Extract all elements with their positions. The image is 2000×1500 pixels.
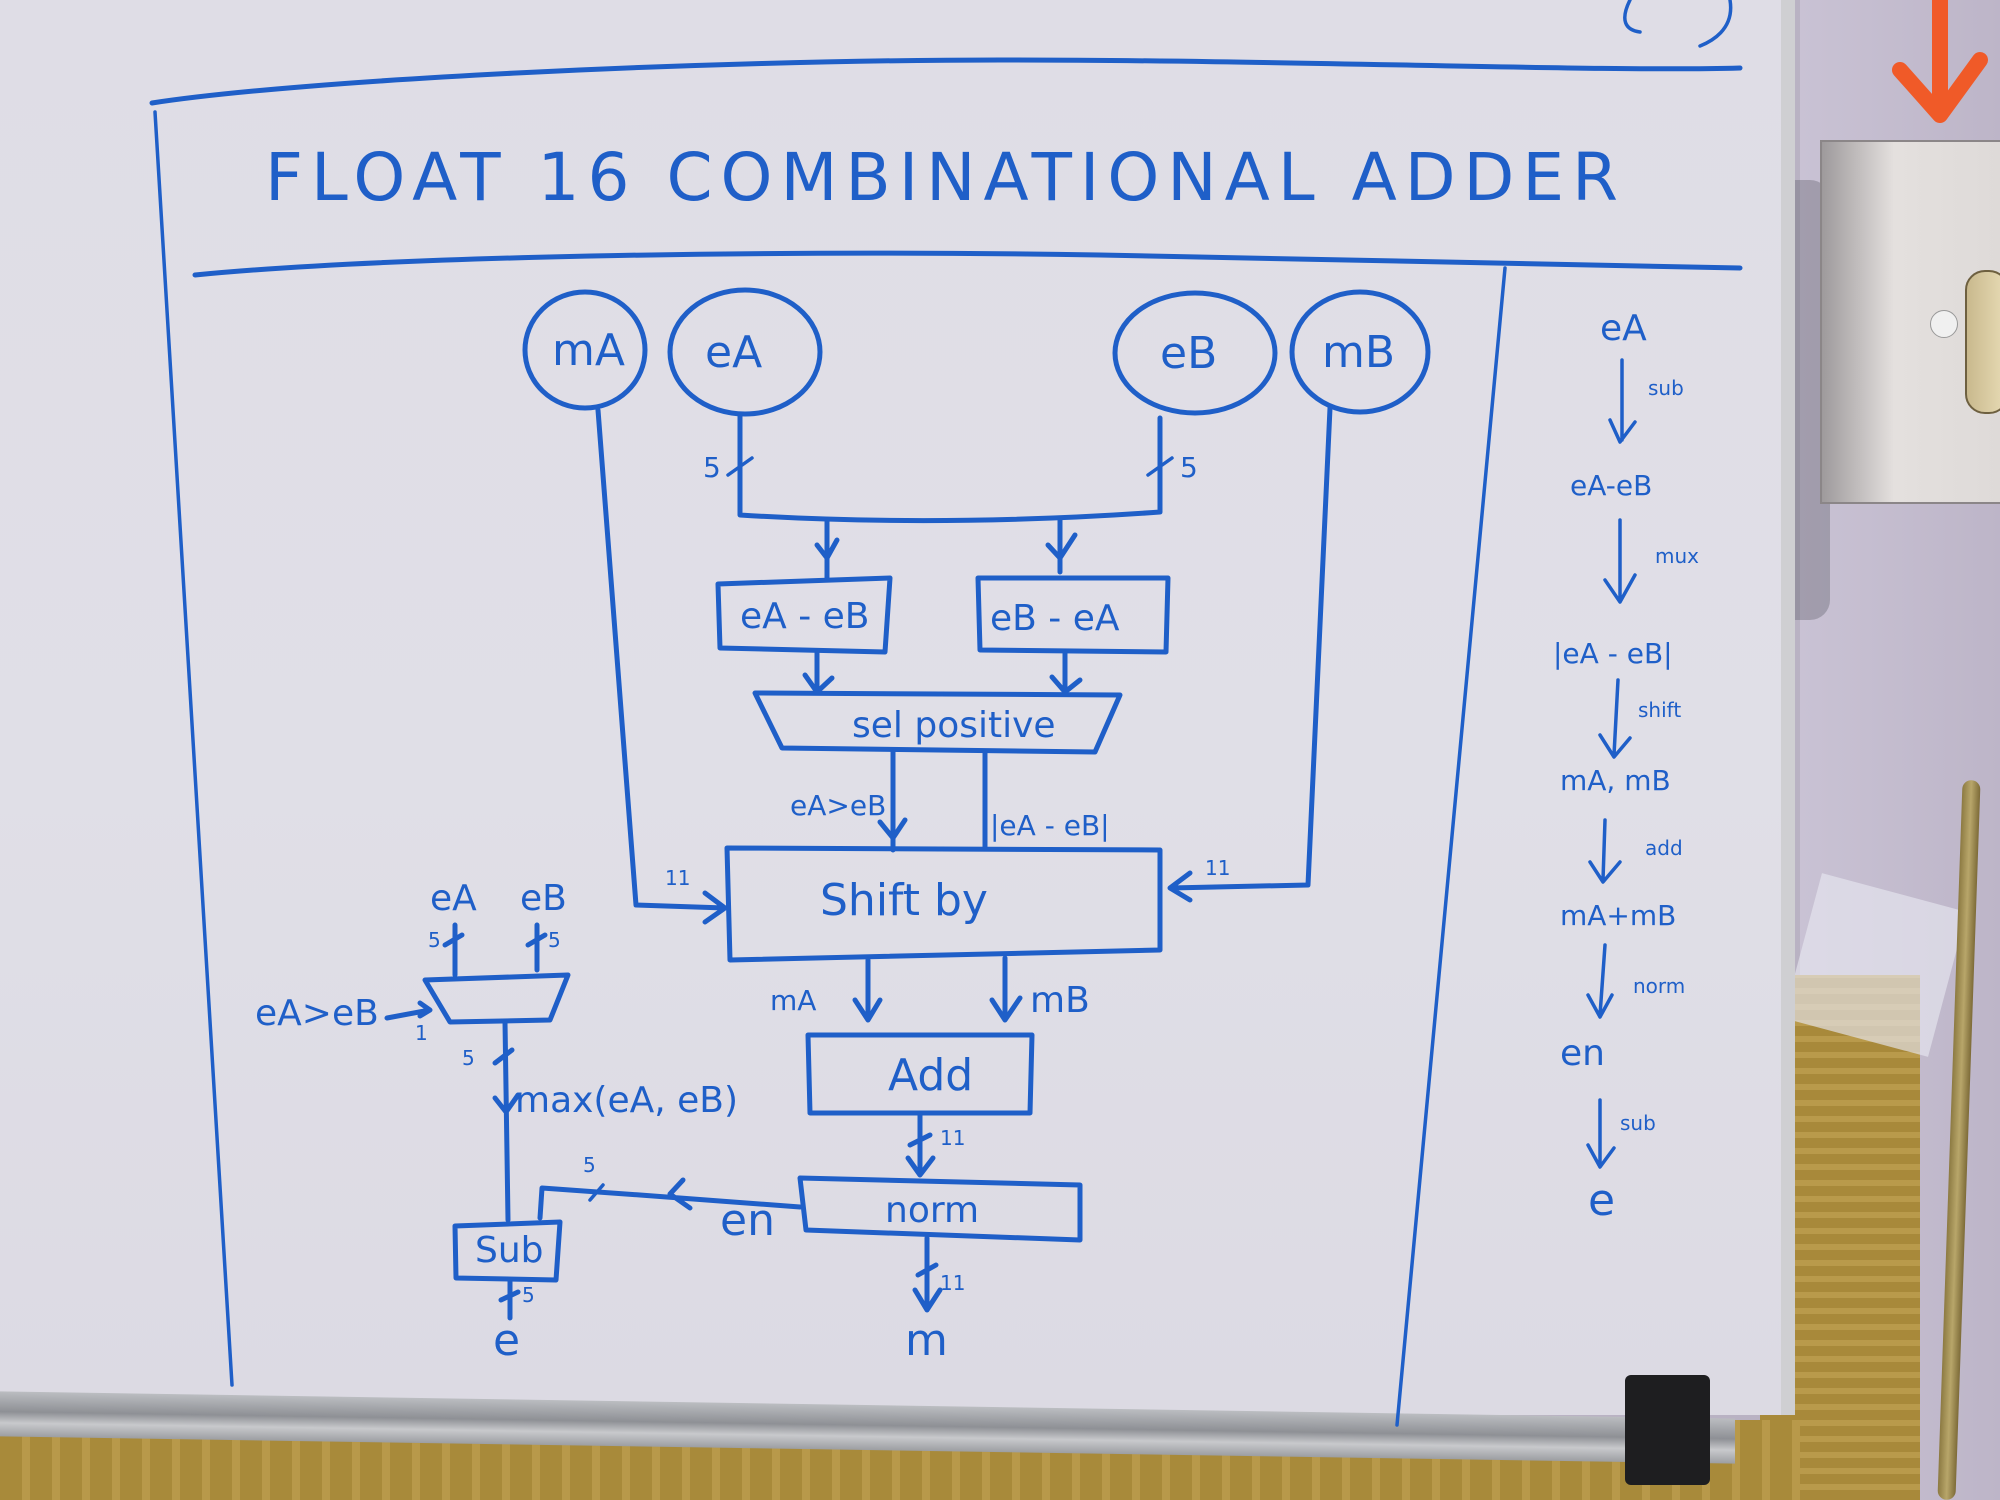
input-eA-label: eA — [705, 327, 762, 378]
input-mB-label: mB — [1322, 327, 1395, 378]
final-sub-block — [452, 1219, 563, 1283]
final-sub-label: Sub — [475, 1230, 544, 1271]
side-flow-op-6: sub — [1620, 1111, 1656, 1135]
mux-input-eB-line — [525, 922, 548, 973]
output-m-label: m — [905, 1315, 948, 1366]
side-flow-op-5: norm — [1633, 974, 1685, 998]
compare-signal-label: eA>eB — [790, 789, 886, 822]
exponent-mux — [422, 972, 571, 1025]
mux-input-eB-label: eB — [520, 878, 567, 919]
sub-a-box — [715, 575, 893, 655]
norm-block-label: norm — [885, 1190, 979, 1231]
side-flow-step-6: en — [1560, 1033, 1605, 1074]
shift-out-mB-label: mB — [1030, 980, 1090, 1021]
mux-select-width: 1 — [415, 1021, 428, 1045]
mux-out-width: 5 — [462, 1046, 475, 1070]
frame-divider — [1395, 266, 1507, 1427]
frame-top-line — [149, 57, 1743, 106]
side-flow-step-2: eA-eB — [1570, 469, 1652, 502]
side-flow-step-4: mA, mB — [1560, 764, 1671, 797]
title-underline — [192, 250, 1743, 278]
mux-select-label: eA>eB — [255, 993, 379, 1034]
eB-bus-width: 5 — [1180, 451, 1198, 484]
eA-bus-width: 5 — [703, 451, 721, 484]
sub-to-e — [498, 1277, 521, 1321]
side-flow-step-7: e — [1588, 1175, 1615, 1226]
orange-arrow-icon — [1892, 0, 1988, 123]
shift-block-label: Shift by — [820, 875, 988, 926]
side-flow-step-1: eA — [1600, 308, 1647, 349]
mB-bus — [1167, 405, 1333, 903]
eA-bus-tick — [726, 456, 754, 477]
whiteboard-corner-bracket — [1625, 1375, 1710, 1485]
frame-left-line — [153, 110, 234, 1387]
norm-to-m — [912, 1235, 943, 1313]
side-flow-op-1: sub — [1648, 376, 1684, 400]
norm-out-width: 11 — [940, 1271, 965, 1295]
mA-bus-width: 11 — [665, 866, 690, 890]
side-flow: eA sub eA-eB mux |eA - eB| shift mA, mB … — [1553, 308, 1699, 1226]
eA-bus — [737, 411, 1163, 524]
sub-b-box — [975, 575, 1171, 655]
mux-input-eB-width: 5 — [548, 928, 561, 952]
side-flow-op-4: add — [1645, 836, 1683, 860]
mux-to-sub — [492, 1019, 521, 1223]
en-label: en — [720, 1195, 775, 1246]
input-eB-circle — [1112, 290, 1278, 416]
en-bus-width: 5 — [583, 1153, 596, 1177]
bus-to-sub-b — [1045, 515, 1078, 575]
en-bus — [537, 1177, 803, 1221]
input-mA-label: mA — [552, 325, 625, 376]
shift-out-mA-label: mA — [770, 984, 816, 1017]
switch-indicator-icon — [1930, 310, 1958, 338]
eB-bus-tick — [1146, 456, 1174, 477]
sub-a-label: eA - eB — [740, 596, 870, 637]
input-mA-circle — [522, 289, 648, 411]
select-positive-label: sel positive — [852, 705, 1056, 746]
side-flow-arrow-6 — [1586, 1098, 1616, 1169]
mB-bus-width: 11 — [1205, 856, 1230, 880]
select-positive-block — [752, 690, 1123, 755]
mux-input-eA-line — [442, 922, 465, 978]
bus-to-sub-a — [814, 517, 840, 581]
add-block — [805, 1032, 1035, 1116]
mux-select-line — [384, 1000, 433, 1021]
sub-b-label: eB - eA — [990, 598, 1120, 639]
side-flow-arrow-3 — [1598, 678, 1632, 759]
switch-toggle — [1965, 270, 2000, 414]
compare-signal-line — [877, 749, 908, 853]
add-to-norm — [905, 1110, 936, 1178]
abs-diff-label: |eA - eB| — [990, 809, 1110, 842]
shift-out-mB — [989, 955, 1023, 1023]
side-flow-step-5: mA+mB — [1560, 899, 1676, 932]
output-e-label: e — [493, 1315, 520, 1366]
mux-out-label: max(eA, eB) — [515, 1080, 738, 1121]
mux-input-eA-label: eA — [430, 878, 477, 919]
en-bus-tick — [588, 1183, 605, 1202]
side-flow-op-3: shift — [1638, 698, 1681, 722]
top-right-bracket — [1623, 0, 1733, 48]
mA-bus — [595, 407, 728, 925]
norm-block — [797, 1175, 1083, 1243]
sub-b-to-select — [1049, 649, 1083, 695]
input-mB-circle — [1289, 289, 1431, 415]
side-flow-step-3: |eA - eB| — [1553, 637, 1673, 670]
sub-out-width: 5 — [522, 1283, 535, 1307]
add-block-label: Add — [888, 1050, 973, 1101]
mux-input-eA-width: 5 — [428, 928, 441, 952]
side-flow-op-2: mux — [1655, 544, 1699, 568]
input-eA-circle — [667, 287, 823, 417]
shift-block — [724, 845, 1163, 963]
add-out-width: 11 — [940, 1126, 965, 1150]
shift-out-mA — [852, 957, 883, 1023]
sub-a-to-select — [802, 649, 835, 695]
side-flow-arrow-5 — [1586, 943, 1614, 1019]
side-flow-arrow-4 — [1588, 818, 1622, 884]
side-flow-arrow-1 — [1608, 358, 1637, 444]
board-title: FLOAT 16 COMBINATIONAL ADDER — [265, 139, 1626, 216]
side-flow-arrow-2 — [1603, 518, 1637, 604]
input-eB-label: eB — [1160, 328, 1217, 379]
